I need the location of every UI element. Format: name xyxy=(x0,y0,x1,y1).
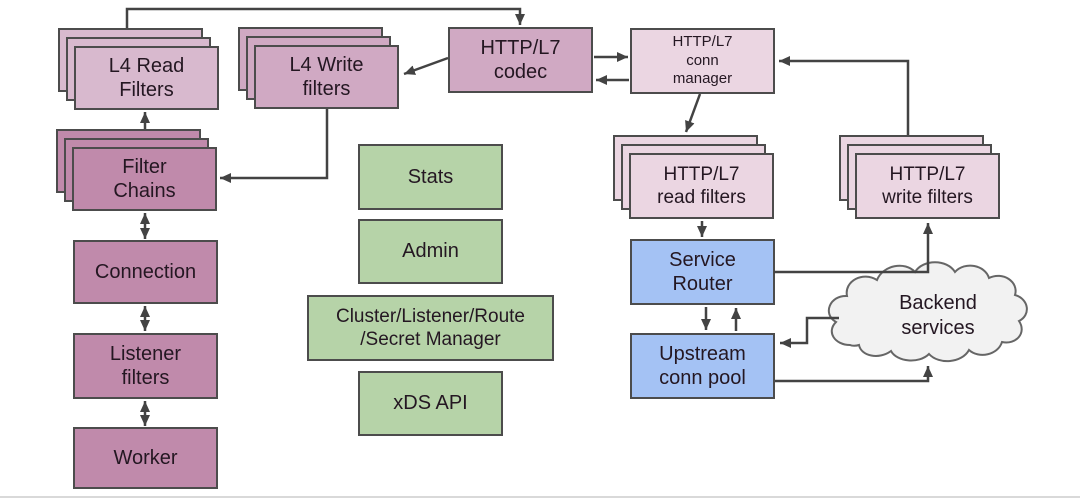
node-label: HTTP/L7 conn manager xyxy=(672,32,733,88)
node-label: HTTP/L7 read filters xyxy=(657,163,746,208)
edge-l4read-to-codec xyxy=(125,7,525,28)
node-label: Cluster/Listener/Route /Secret Manager xyxy=(335,305,526,350)
stack-front: L4 Read Filters xyxy=(74,46,219,110)
node-cluster-listener-route-secret-manager: Cluster/Listener/Route /Secret Manager xyxy=(307,295,554,361)
node-backend-services-label: Backend services xyxy=(899,292,977,339)
node-worker: Worker xyxy=(73,427,218,489)
bottom-divider xyxy=(0,496,1080,498)
stack-front: HTTP/L7 read filters xyxy=(629,153,774,219)
node-label: HTTP/L7 write filters xyxy=(882,163,973,208)
node-label: Connection xyxy=(94,260,197,283)
node-service-router: Service Router xyxy=(630,239,775,305)
node-stats: Stats xyxy=(358,144,503,210)
edge-backend-to-connpool xyxy=(780,316,839,348)
node-listener-filters: Listener filters xyxy=(73,333,218,399)
node-label: Worker xyxy=(113,446,178,469)
node-admin: Admin xyxy=(358,219,503,284)
backend-services-cloud xyxy=(827,261,1028,362)
node-label: L4 Write filters xyxy=(289,53,364,100)
node-connection: Connection xyxy=(73,240,218,304)
node-label: L4 Read Filters xyxy=(108,54,185,101)
node-label: Upstream conn pool xyxy=(659,342,746,389)
node-http-l7-conn-manager: HTTP/L7 conn manager xyxy=(630,28,775,94)
edge-router-to-writefilters xyxy=(774,223,933,274)
stack-front: Filter Chains xyxy=(72,147,217,211)
node-xds-api: xDS API xyxy=(358,371,503,436)
edge-connmanager-to-readfilters xyxy=(684,93,702,133)
node-label: Service Router xyxy=(669,248,736,295)
edge-l4write-to-filterchains xyxy=(220,109,329,183)
node-label: Filter Chains xyxy=(113,155,176,202)
node-label: Stats xyxy=(407,165,454,188)
node-upstream-conn-pool: Upstream conn pool xyxy=(630,333,775,399)
node-label: HTTP/L7 codec xyxy=(480,36,561,83)
node-label: Admin xyxy=(402,240,459,263)
edge-writefilters-to-connmanager xyxy=(779,56,910,135)
edge-connpool-to-backend xyxy=(775,366,933,383)
node-http-l7-codec: HTTP/L7 codec xyxy=(448,27,593,93)
edge-codec-to-l4write xyxy=(403,56,449,76)
stack-front: HTTP/L7 write filters xyxy=(855,153,1000,219)
stack-front: L4 Write filters xyxy=(254,45,399,109)
node-label: xDS API xyxy=(393,392,468,415)
node-label: Listener filters xyxy=(109,342,182,389)
